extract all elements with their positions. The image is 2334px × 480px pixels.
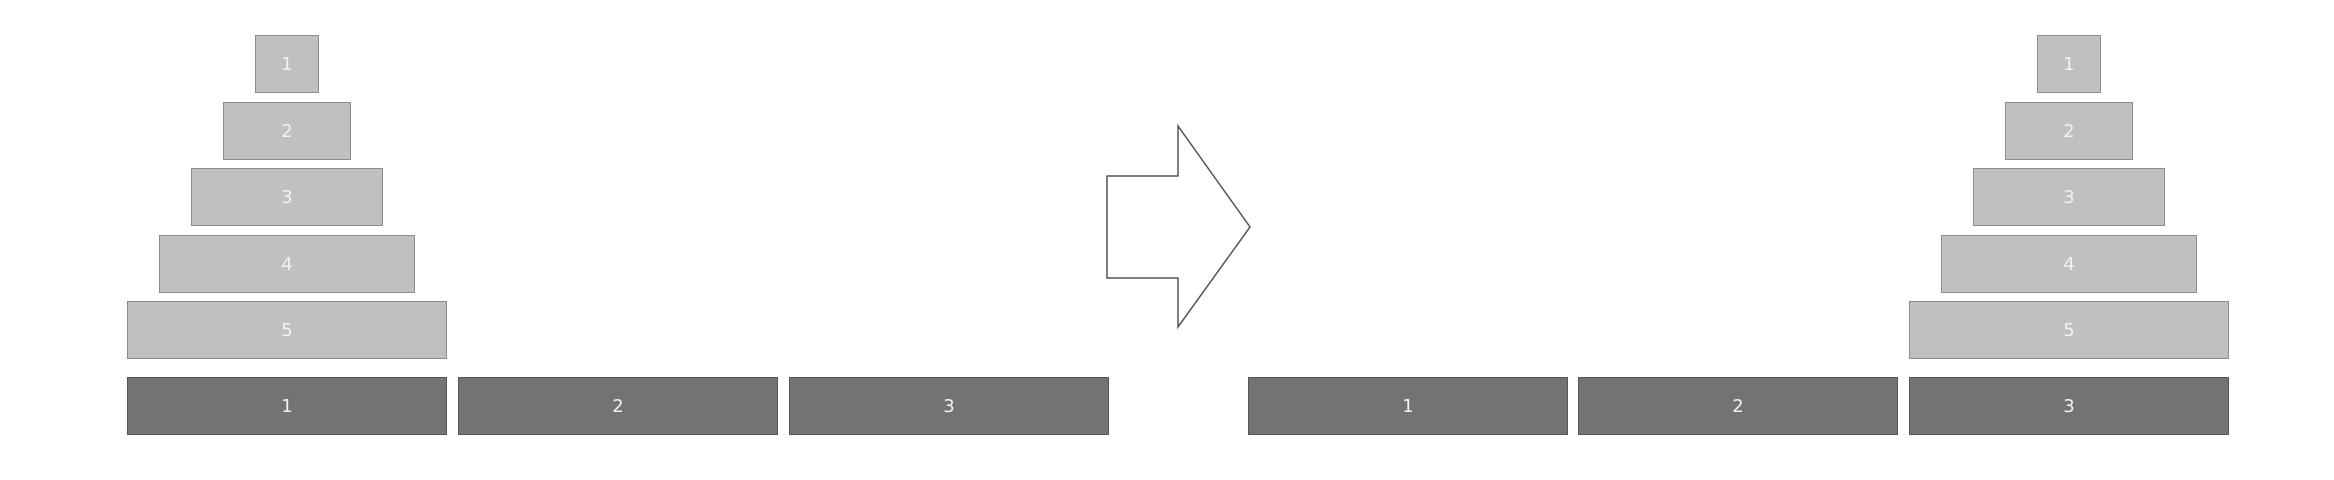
disk-4: 4 xyxy=(159,235,415,293)
disk-4: 4 xyxy=(1941,235,2197,293)
disk-5: 5 xyxy=(127,301,447,359)
disk-2: 2 xyxy=(2005,102,2133,160)
disk-3: 3 xyxy=(1973,168,2165,226)
peg-2: 2 xyxy=(1578,377,1898,435)
disk-3: 3 xyxy=(191,168,383,226)
disk-1: 1 xyxy=(255,35,319,93)
disk-2: 2 xyxy=(223,102,351,160)
peg-3: 3 xyxy=(789,377,1109,435)
right-arrow-icon xyxy=(1106,123,1251,330)
peg-1: 1 xyxy=(127,377,447,435)
peg-2: 2 xyxy=(458,377,778,435)
disk-1: 1 xyxy=(2037,35,2101,93)
disk-5: 5 xyxy=(1909,301,2229,359)
peg-1: 1 xyxy=(1248,377,1568,435)
peg-3: 3 xyxy=(1909,377,2229,435)
